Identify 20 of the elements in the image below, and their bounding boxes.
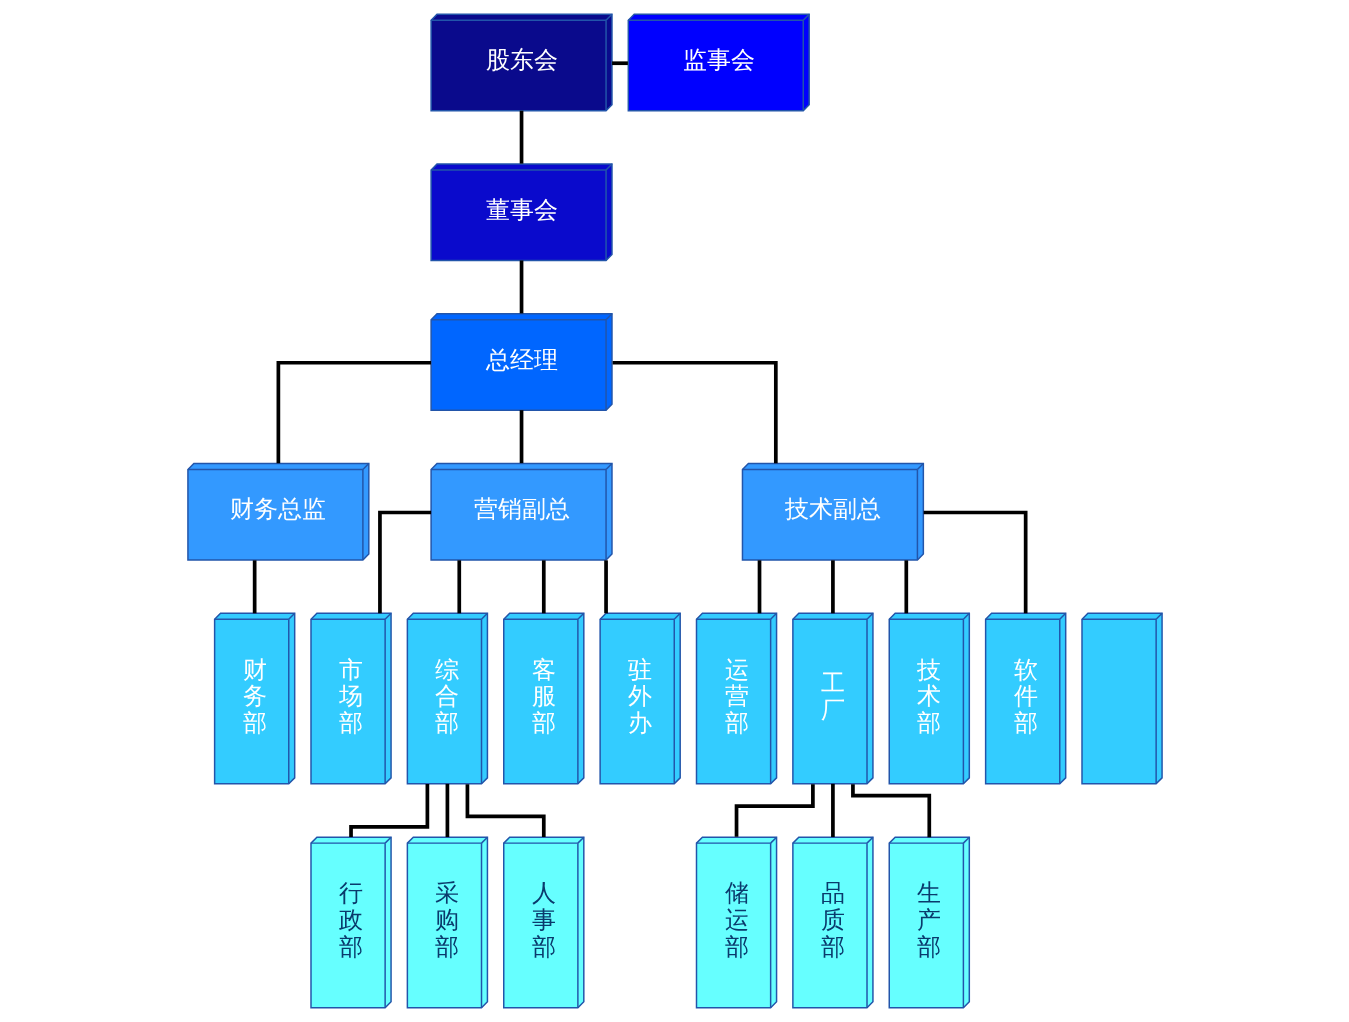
connector bbox=[830, 783, 835, 838]
connector bbox=[923, 510, 1027, 614]
connector bbox=[456, 560, 461, 614]
connector bbox=[734, 784, 815, 837]
connector bbox=[519, 260, 523, 314]
connector bbox=[519, 410, 523, 464]
connector bbox=[348, 784, 429, 838]
connector bbox=[445, 783, 449, 838]
connector bbox=[541, 560, 546, 614]
connector bbox=[830, 560, 835, 614]
connector bbox=[519, 110, 523, 164]
connector bbox=[377, 510, 431, 614]
connector bbox=[611, 61, 628, 66]
connector bbox=[612, 360, 778, 464]
connector bbox=[276, 360, 431, 464]
connector bbox=[850, 784, 931, 838]
connector bbox=[903, 560, 908, 614]
connector bbox=[252, 560, 256, 614]
connector bbox=[757, 560, 761, 614]
connector bbox=[603, 560, 608, 614]
